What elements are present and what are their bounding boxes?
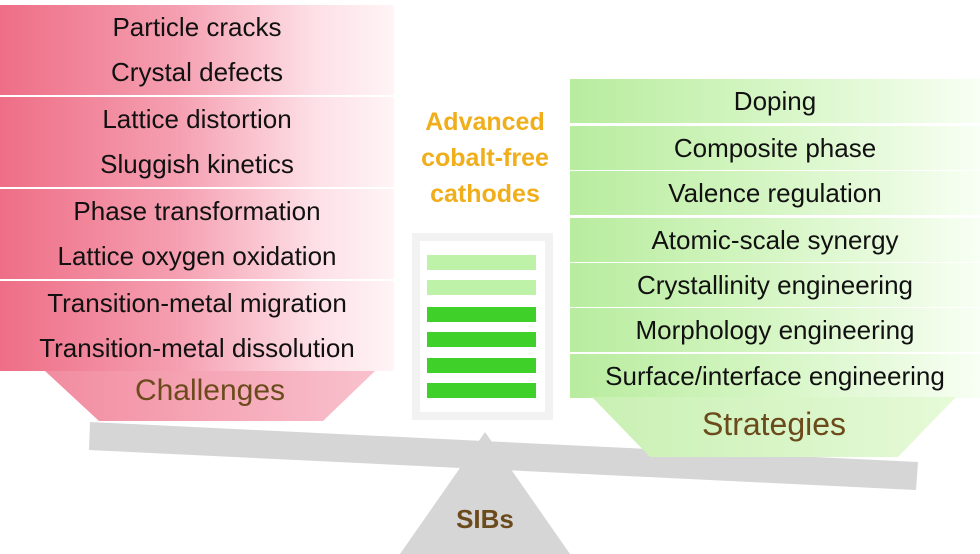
fulcrum-triangle [400,432,570,554]
challenges-funnel [45,371,375,421]
battery-bar [427,280,536,295]
challenge-item: Transition-metal dissolution [0,326,394,371]
strategy-item: Crystallinity engineering [570,263,980,307]
center-title: Advanced cobalt-free cathodes [395,104,575,212]
challenge-item: Sluggish kinetics [0,142,394,187]
strategies-funnel [592,397,956,457]
strategy-item: Surface/interface engineering [570,354,980,398]
strategy-item: Atomic-scale synergy [570,218,980,262]
center-title-line: cobalt-free [421,144,549,172]
battery-bar [427,332,536,347]
fulcrum-label: SIBs [456,504,514,534]
battery-bar [427,307,536,322]
balance-beam [89,422,918,490]
strategy-item: Composite phase [570,126,980,170]
challenges-title: Challenges [134,374,286,407]
battery-bar [427,358,536,373]
challenge-item: Particle cracks [0,5,394,50]
battery-bar [427,255,536,270]
battery-bar [427,383,536,398]
challenge-item: Crystal defects [0,50,394,95]
center-title-line: cathodes [430,180,540,208]
strategies-title: Strategies [701,406,847,442]
center-title-line: Advanced [425,108,545,136]
strategy-item: Doping [570,79,980,123]
challenge-item: Lattice distortion [0,97,394,142]
challenge-item: Transition-metal migration [0,281,394,326]
challenge-item: Phase transformation [0,189,394,234]
challenge-item: Lattice oxygen oxidation [0,234,394,279]
strategy-item: Morphology engineering [570,308,980,352]
strategy-item: Valence regulation [570,171,980,215]
